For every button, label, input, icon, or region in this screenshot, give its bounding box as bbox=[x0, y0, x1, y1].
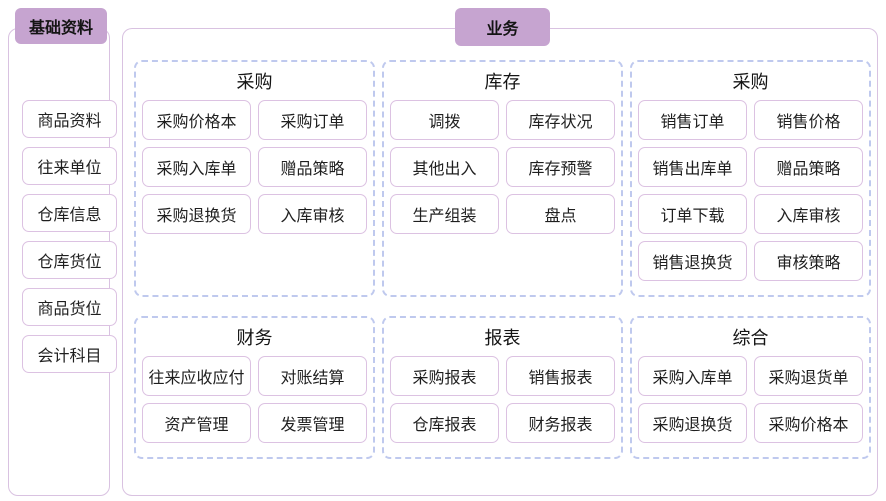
module-purchase-report[interactable]: 采购报表 bbox=[390, 356, 499, 396]
module-sales-returns[interactable]: 销售退换货 bbox=[638, 241, 747, 281]
module-purchase-price-book[interactable]: 采购价格本 bbox=[754, 403, 863, 443]
module-warehouse-info[interactable]: 仓库信息 bbox=[22, 194, 117, 232]
module-business-partners[interactable]: 往来单位 bbox=[22, 147, 117, 185]
module-purchase-inbound[interactable]: 采购入库单 bbox=[638, 356, 747, 396]
module-purchase-price-book[interactable]: 采购价格本 bbox=[142, 100, 251, 140]
section-items: 销售订单 销售价格 销售出库单 赠品策略 订单下载 入库审核 销售退换货 审核策… bbox=[638, 100, 863, 281]
section-items: 采购报表 销售报表 仓库报表 财务报表 bbox=[390, 356, 615, 443]
module-purchase-returns[interactable]: 采购退换货 bbox=[638, 403, 747, 443]
section-items: 采购入库单 采购退货单 采购退换货 采购价格本 bbox=[638, 356, 863, 443]
section-title: 库存 bbox=[484, 72, 521, 92]
section-purchase: 采购 采购价格本 采购订单 采购入库单 赠品策略 采购退换货 入库审核 bbox=[134, 60, 375, 297]
module-production-assembly[interactable]: 生产组装 bbox=[390, 194, 499, 234]
section-title: 报表 bbox=[484, 328, 521, 348]
section-comprehensive: 综合 采购入库单 采购退货单 采购退换货 采购价格本 bbox=[630, 316, 871, 459]
basic-data-panel: 商品资料 往来单位 仓库信息 仓库货位 商品货位 会计科目 bbox=[8, 28, 117, 496]
section-title: 综合 bbox=[732, 328, 769, 348]
module-purchase-order[interactable]: 采购订单 bbox=[258, 100, 367, 140]
section-reports: 报表 采购报表 销售报表 仓库报表 财务报表 bbox=[382, 316, 623, 459]
module-sales-price[interactable]: 销售价格 bbox=[754, 100, 863, 140]
basic-data-list: 商品资料 往来单位 仓库信息 仓库货位 商品货位 会计科目 bbox=[22, 100, 117, 373]
module-purchase-return-order[interactable]: 采购退货单 bbox=[754, 356, 863, 396]
module-asset-management[interactable]: 资产管理 bbox=[142, 403, 251, 443]
module-gift-policy[interactable]: 赠品策略 bbox=[258, 147, 367, 187]
module-warehouse-report[interactable]: 仓库报表 bbox=[390, 403, 499, 443]
module-goods-slots[interactable]: 商品货位 bbox=[22, 288, 117, 326]
business-sections: 采购 采购价格本 采购订单 采购入库单 赠品策略 采购退换货 入库审核 库存 调… bbox=[134, 60, 871, 459]
module-inbound-review[interactable]: 入库审核 bbox=[754, 194, 863, 234]
module-receivables-payables[interactable]: 往来应收应付 bbox=[142, 356, 251, 396]
module-accounting-subjects[interactable]: 会计科目 bbox=[22, 335, 117, 373]
module-purchase-returns[interactable]: 采购退换货 bbox=[142, 194, 251, 234]
module-finance-report[interactable]: 财务报表 bbox=[506, 403, 615, 443]
module-transfer[interactable]: 调拨 bbox=[390, 100, 499, 140]
section-title: 财务 bbox=[236, 328, 273, 348]
module-warehouse-slots[interactable]: 仓库货位 bbox=[22, 241, 117, 279]
module-gift-policy[interactable]: 赠品策略 bbox=[754, 147, 863, 187]
business-panel: 采购 采购价格本 采购订单 采购入库单 赠品策略 采购退换货 入库审核 库存 调… bbox=[122, 28, 878, 496]
module-stocktaking[interactable]: 盘点 bbox=[506, 194, 615, 234]
basic-data-tab: 基础资料 bbox=[15, 8, 107, 44]
section-items: 调拨 库存状况 其他出入 库存预警 生产组装 盘点 bbox=[390, 100, 615, 234]
section-finance: 财务 往来应收应付 对账结算 资产管理 发票管理 bbox=[134, 316, 375, 459]
module-sales-report[interactable]: 销售报表 bbox=[506, 356, 615, 396]
module-sales-order[interactable]: 销售订单 bbox=[638, 100, 747, 140]
section-title: 采购 bbox=[236, 72, 273, 92]
business-tab: 业务 bbox=[455, 8, 550, 46]
section-title: 采购 bbox=[732, 72, 769, 92]
module-inbound-review[interactable]: 入库审核 bbox=[258, 194, 367, 234]
module-invoice-management[interactable]: 发票管理 bbox=[258, 403, 367, 443]
module-purchase-inbound[interactable]: 采购入库单 bbox=[142, 147, 251, 187]
module-review-policy[interactable]: 审核策略 bbox=[754, 241, 863, 281]
module-other-in-out[interactable]: 其他出入 bbox=[390, 147, 499, 187]
module-reconciliation[interactable]: 对账结算 bbox=[258, 356, 367, 396]
section-sales: 采购 销售订单 销售价格 销售出库单 赠品策略 订单下载 入库审核 销售退换货 … bbox=[630, 60, 871, 297]
module-sales-outbound[interactable]: 销售出库单 bbox=[638, 147, 747, 187]
module-order-download[interactable]: 订单下载 bbox=[638, 194, 747, 234]
section-items: 往来应收应付 对账结算 资产管理 发票管理 bbox=[142, 356, 367, 443]
module-goods-info[interactable]: 商品资料 bbox=[22, 100, 117, 138]
section-items: 采购价格本 采购订单 采购入库单 赠品策略 采购退换货 入库审核 bbox=[142, 100, 367, 234]
module-stock-status[interactable]: 库存状况 bbox=[506, 100, 615, 140]
module-stock-alert[interactable]: 库存预警 bbox=[506, 147, 615, 187]
section-inventory: 库存 调拨 库存状况 其他出入 库存预警 生产组装 盘点 bbox=[382, 60, 623, 297]
